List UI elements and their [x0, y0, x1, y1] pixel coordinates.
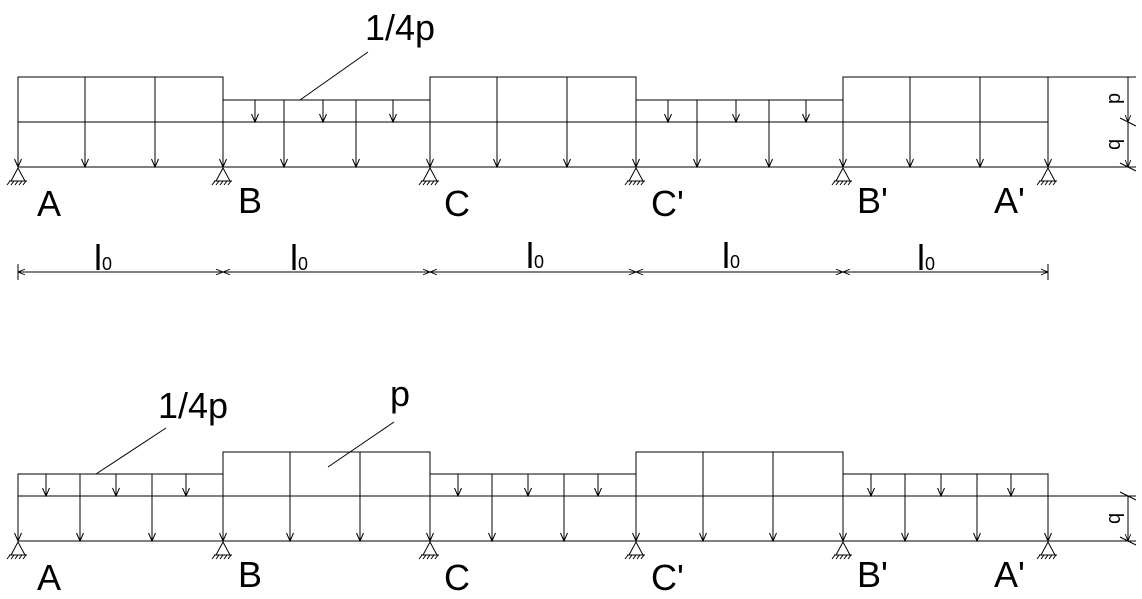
top-support-label-b: B — [238, 180, 262, 221]
bottom-load-arrow-2-1 — [560, 474, 568, 543]
bottom-load-arrow-0-0 — [76, 474, 84, 543]
top-quarter-arrow-1-1 — [319, 100, 327, 124]
bottom-load-diagram: 1/4p p q A B C C' B' A' — [6, 373, 1137, 598]
top-load-arrow-0-1 — [151, 77, 159, 169]
top-full-load-span-5 — [842, 76, 1049, 123]
bottom-load-arrow-edge-4 — [839, 474, 847, 543]
top-support-label-c-prime: C' — [651, 183, 684, 224]
bottom-support-label-a: A — [37, 557, 61, 598]
bottom-q-dimension-label: q — [1103, 513, 1125, 524]
top-support-label-a-prime: A' — [994, 180, 1025, 221]
top-quarter-arrow-1-2 — [389, 100, 397, 124]
top-load-arrow-2-0 — [493, 77, 501, 169]
bottom-full-arrow-3-1 — [769, 452, 777, 543]
span-label-4: l0 — [722, 235, 740, 276]
bottom-load-arrow-edge-0 — [14, 474, 22, 543]
top-load-arrows — [14, 77, 1052, 169]
top-full-load-span-1 — [17, 76, 224, 123]
bottom-full-load-label: p — [390, 373, 410, 414]
top-support-5 — [1036, 166, 1057, 186]
top-load-arrow-4-0 — [906, 77, 914, 169]
bottom-quarter-arrow-4-1 — [937, 474, 945, 498]
bottom-quarter-arrow-4-2 — [1007, 474, 1015, 498]
bottom-quarter-arrow-0-2 — [182, 474, 190, 498]
bottom-support-3 — [624, 540, 645, 560]
top-load-arrow-edge-end — [1044, 122, 1052, 169]
bottom-support-label-c: C — [444, 557, 470, 598]
top-support-4 — [831, 166, 852, 186]
bottom-support-2 — [418, 540, 439, 560]
bottom-support-label-b-prime: B' — [857, 554, 888, 595]
top-load-arrow-edge-3 — [632, 100, 640, 169]
top-q-arrow-1-0 — [280, 100, 288, 169]
bottom-load-arrow-edge-end — [1044, 496, 1052, 543]
top-support-3 — [624, 166, 645, 186]
bottom-quarter-arrow-0-1 — [112, 474, 120, 498]
bottom-quarter-label-leader — [95, 427, 167, 475]
bottom-quarter-arrow-0-0 — [42, 474, 50, 498]
bottom-load-arrow-4-0 — [901, 474, 909, 543]
top-support-0 — [6, 166, 27, 186]
top-support-label-a: A — [37, 183, 61, 224]
top-support-label-b-prime: B' — [857, 180, 888, 221]
bottom-support-label-b: B — [238, 554, 262, 595]
bottom-support-0 — [6, 540, 27, 560]
bottom-quarter-load-span-3 — [429, 473, 637, 497]
top-p-dimension-label: p — [1103, 93, 1125, 104]
bottom-load-arrow-2-0 — [488, 474, 496, 543]
bottom-quarter-load-label: 1/4p — [158, 385, 228, 426]
top-supports — [6, 166, 1057, 186]
span-label-3: l0 — [526, 235, 544, 276]
top-label-leader — [299, 51, 369, 101]
top-load-arrow-edge-1 — [219, 100, 227, 169]
bottom-quarter-arrow-2-2 — [594, 474, 602, 498]
top-quarter-arrow-3-0 — [664, 100, 672, 124]
bottom-quarter-load-span-5 — [842, 473, 1049, 497]
bottom-full-arrow-1-1 — [356, 452, 364, 543]
bottom-load-arrow-edge-2 — [426, 474, 434, 543]
bottom-full-arrow-3-0 — [699, 452, 707, 543]
top-quarter-arrow-3-2 — [802, 100, 810, 124]
bottom-load-dimension: q — [1048, 491, 1137, 546]
span-label-2: l0 — [290, 237, 308, 278]
bottom-support-4 — [831, 540, 852, 560]
span-label-1: l0 — [94, 237, 112, 278]
bottom-quarter-arrow-4-0 — [867, 474, 875, 498]
bottom-supports — [6, 540, 1057, 560]
span-length-labels: l0 l0 l0 l0 l0 — [94, 235, 935, 278]
bottom-full-arrow-1-0 — [286, 452, 294, 543]
top-load-diagram: 1/4p p q A B C C' B' A' — [6, 7, 1137, 280]
bottom-support-label-a-prime: A' — [994, 554, 1025, 595]
top-quarter-arrow-3-1 — [732, 100, 740, 124]
top-q-dimension-label: q — [1103, 139, 1125, 150]
top-support-label-c: C — [444, 183, 470, 224]
top-quarter-load-label: 1/4p — [365, 7, 435, 48]
span-label-5: l0 — [917, 237, 935, 278]
bottom-support-5 — [1036, 540, 1057, 560]
bottom-load-arrow-4-1 — [973, 474, 981, 543]
bottom-support-label-c-prime: C' — [651, 557, 684, 598]
top-load-arrow-0-0 — [81, 77, 89, 169]
bottom-load-arrow-0-1 — [148, 474, 156, 543]
top-q-arrow-3-1 — [765, 100, 773, 169]
top-load-arrow-2-1 — [563, 77, 571, 169]
bottom-full-load-span-4 — [635, 451, 844, 497]
bottom-quarter-arrow-2-0 — [454, 474, 462, 498]
top-support-1 — [211, 166, 232, 186]
bottom-full-load-span-2 — [222, 451, 431, 497]
bottom-load-arrows — [14, 452, 1052, 543]
bottom-quarter-load-span-1 — [17, 473, 224, 497]
top-q-arrow-3-0 — [693, 100, 701, 169]
top-load-dimension: p q — [1048, 76, 1137, 172]
top-support-2 — [418, 166, 439, 186]
bottom-full-label-leader — [327, 421, 395, 468]
span-dimension-line — [17, 264, 1049, 280]
top-load-arrow-4-1 — [976, 77, 984, 169]
top-quarter-arrow-1-0 — [251, 100, 259, 124]
bottom-quarter-arrow-2-1 — [524, 474, 532, 498]
top-full-load-span-3 — [429, 76, 637, 123]
bottom-support-1 — [211, 540, 232, 560]
top-q-arrow-1-1 — [352, 100, 360, 169]
